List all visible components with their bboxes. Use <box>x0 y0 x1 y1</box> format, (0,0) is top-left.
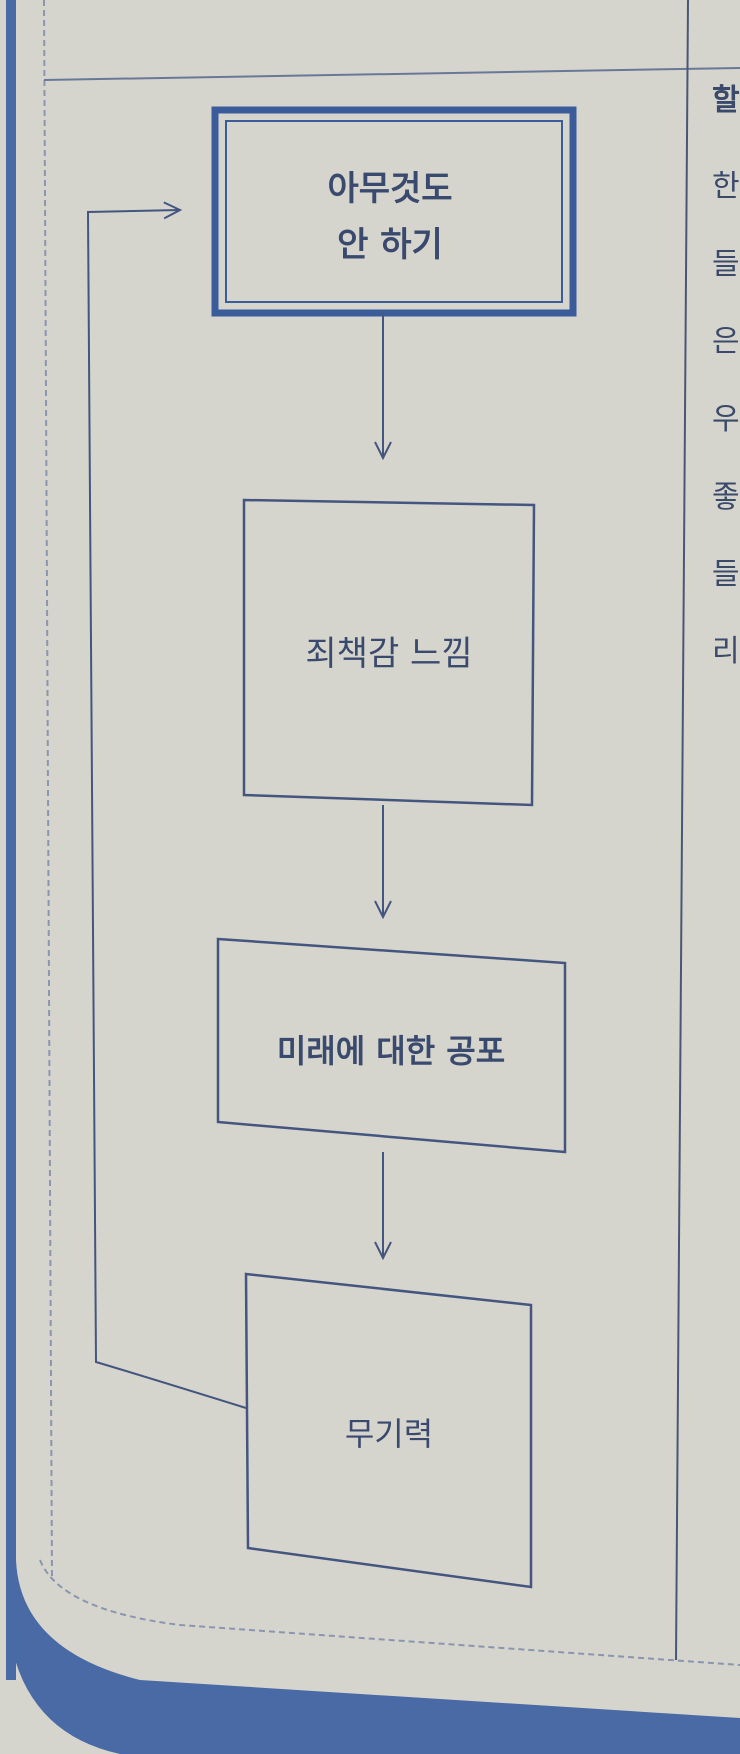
node-label: 미래에 대한 공포 <box>277 1032 505 1070</box>
node-do-nothing: 아무것도 안 하기 <box>211 106 577 317</box>
node-label: 안 하기 <box>337 225 443 265</box>
node-lethargy: 무기력 <box>244 1272 533 1589</box>
page-inner-left-rule <box>43 0 53 1581</box>
clipped-char: 리 <box>712 634 740 669</box>
node-label: 무기력 <box>345 1415 433 1453</box>
column-divider <box>675 0 689 1661</box>
node-label: 아무것도 <box>327 169 452 209</box>
top-rule <box>43 67 740 81</box>
clipped-char: 좋 <box>712 480 740 515</box>
node-guilt: 죄책감 느낌 <box>242 498 536 807</box>
arrow-loop-back <box>86 210 247 1409</box>
page-left-border <box>6 0 16 1680</box>
node-label: 죄책감 느낌 <box>305 634 472 674</box>
node-fear-of-future: 미래에 대한 공포 <box>216 937 567 1154</box>
page-bottom-rule <box>39 1559 740 1666</box>
clipped-char: 우 <box>712 402 740 437</box>
clipped-char: 한 <box>712 169 740 204</box>
clipped-char: 은 <box>712 324 740 359</box>
clipped-char: 들 <box>712 557 740 592</box>
clipped-char: 할 <box>712 83 740 118</box>
page-bottom-border <box>6 1560 740 1754</box>
clipped-char: 들 <box>712 247 740 282</box>
